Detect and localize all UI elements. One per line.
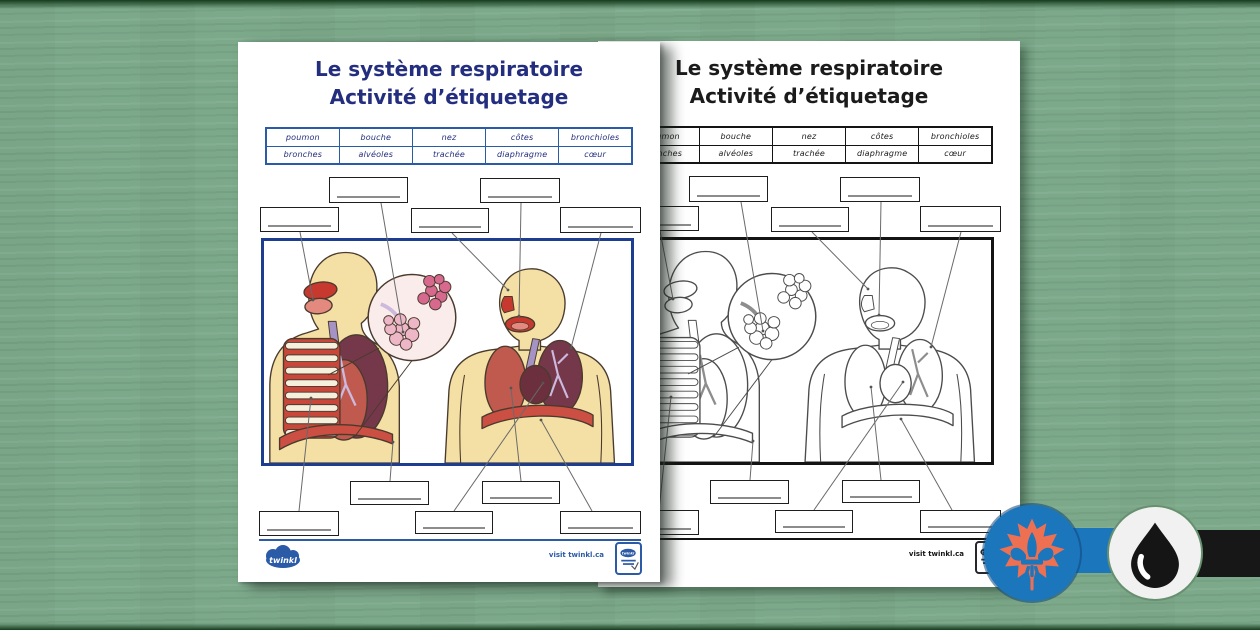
visit-url-text: visit twinkl.ca: [908, 550, 964, 558]
page-title-line2: Activité d’étiquetage: [329, 85, 569, 110]
word-bank-cell: bronches: [265, 145, 340, 165]
fleur-de-lis-icon: [1010, 531, 1054, 578]
twinkl-quality-stamp-icon: [615, 542, 642, 575]
ink-drop-icon: [1131, 522, 1179, 588]
empty-label-box: [842, 480, 920, 503]
word-bank-cell: diaphragme: [845, 144, 920, 164]
word-bank-cell: bronchioles: [558, 127, 633, 147]
empty-label-box: [560, 207, 641, 233]
twinkl-logo-icon: [262, 545, 304, 571]
page-title: Le système respiratoire Activité d’étiqu…: [238, 55, 660, 112]
ink-drop-badge: [1107, 505, 1203, 601]
empty-label-box: [411, 208, 489, 233]
respiratory-system-outline-illustration: [624, 240, 991, 462]
word-bank-cell: nez: [771, 126, 847, 146]
word-bank-cell: alvéoles: [338, 145, 413, 165]
empty-label-box: [329, 177, 408, 203]
footer-divider: [259, 539, 641, 541]
word-bank-table: poumon bouche nez côtes bronchioles bron…: [265, 127, 633, 165]
empty-label-box: [775, 510, 853, 533]
word-bank-cell: poumon: [265, 127, 340, 147]
empty-label-box: [415, 511, 493, 534]
word-bank-cell: bouche: [338, 127, 413, 147]
word-bank-cell: côtes: [485, 127, 560, 147]
worksheet-page-color: Le système respiratoire Activité d’étiqu…: [238, 42, 660, 582]
word-bank-cell: alvéoles: [698, 144, 773, 164]
page-title-line2: Activité d’étiquetage: [689, 84, 929, 109]
empty-label-box: [350, 481, 429, 505]
word-bank-cell: nez: [411, 127, 487, 147]
word-bank-cell: trachée: [771, 144, 847, 164]
word-bank-cell: trachée: [411, 145, 487, 165]
word-bank-table: poumon bouche nez côtes bronchioles bron…: [625, 126, 993, 164]
empty-label-box: [560, 511, 641, 534]
empty-label-box: [840, 177, 920, 202]
empty-label-box: [259, 511, 339, 536]
word-bank-cell: cœur: [918, 144, 993, 164]
desk-edge-shadow-top: [0, 0, 1260, 9]
empty-label-box: [710, 480, 789, 504]
anatomy-illustration-frame: [621, 237, 994, 465]
word-bank-cell: bronchioles: [918, 126, 993, 146]
page-title-line1: Le système respiratoire: [314, 57, 584, 81]
word-bank-cell: diaphragme: [485, 145, 560, 165]
empty-label-box: [482, 481, 560, 504]
word-bank-cell: cœur: [558, 145, 633, 165]
canada-quebec-badge: [984, 505, 1080, 601]
desk-edge-shadow-bottom: [0, 623, 1260, 630]
page-title: Le système respiratoire Activité d’étiqu…: [598, 54, 1020, 111]
word-bank-cell: côtes: [845, 126, 920, 146]
empty-label-box: [920, 206, 1001, 232]
maple-leaf-icon: [999, 518, 1065, 591]
worksheet-page-outline: Le système respiratoire Activité d’étiqu…: [598, 41, 1020, 587]
empty-label-box: [771, 207, 849, 232]
respiratory-system-color-illustration: [264, 241, 631, 463]
footer-divider: [619, 538, 1001, 540]
visit-url-text: visit twinkl.ca: [548, 551, 604, 559]
empty-label-box: [480, 178, 560, 203]
anatomy-illustration-frame: [261, 238, 634, 466]
word-bank-cell: bouche: [698, 126, 773, 146]
page-title-line1: Le système respiratoire: [674, 56, 944, 80]
empty-label-box: [689, 176, 768, 202]
empty-label-box: [260, 207, 339, 232]
